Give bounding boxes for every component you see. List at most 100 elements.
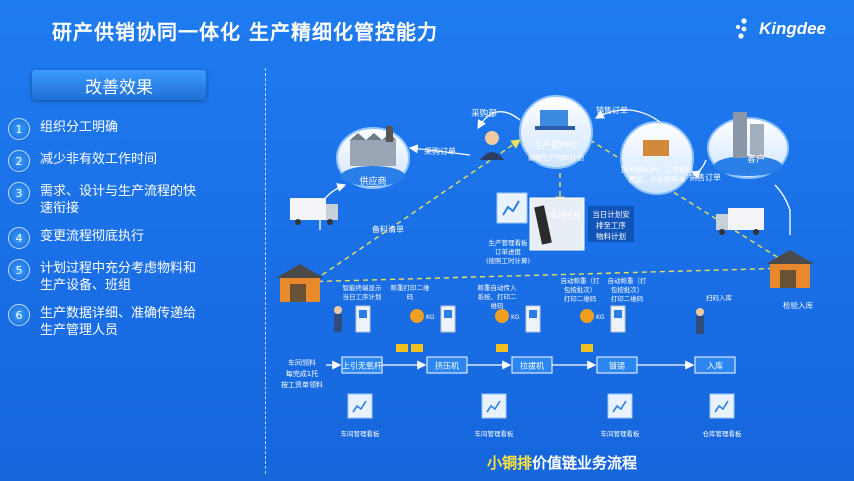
footer-rest: 价值链业务流程 [532,454,638,472]
step-note-line: 自动称重（打 [561,276,601,285]
item-text: 计划过程中充分考虑物料和生产设备、班组 [40,259,196,294]
step-note-line: 打印二维码 [611,294,644,303]
step-label: 镀锡 [609,361,625,371]
board-chart-glyph [612,400,627,413]
step-label: 入库 [707,361,723,371]
board-monitor-icon [481,393,507,419]
truck-icon-right [716,208,764,235]
left-warehouse-note-2: 每完成1托 [286,369,318,378]
vertical-divider [265,68,266,474]
item-number-badge: 5 [8,259,30,281]
prod-board-monitor: 生产管理看板 订单进度 (按照工时计算) [486,192,530,265]
item-text-line: 生产数据详细、准确传递给 [40,306,197,321]
value-chain-diagram: 供应商 客户 生产部PMC 编制生产物料计划 技术部BOM、工艺路线 图纸、作业… [276,95,814,438]
item-text-line: 生产设备、班组 [40,278,132,293]
workshop-director-label: 车间主任 [550,210,582,220]
material-list-label: 备料清单 [372,224,404,234]
tech-label-1: 技术部BOM、工艺路线 [621,165,693,174]
item-number-badge: 1 [8,118,30,140]
left-warehouse-note-1: 车间领料 [288,358,316,367]
board-label: 车间管理看板 [341,429,381,438]
terminal-icon [355,305,371,333]
item-number-badge: 3 [8,182,30,204]
tech-node: 技术部BOM、工艺路线 图纸、作业指导书 [620,121,694,195]
label-tag-icon [581,344,593,352]
footer-title: 小铜排价值链业务流程 [487,452,637,473]
worker-body [334,314,342,332]
item-number-badge: 4 [8,227,30,249]
step-note-line: 系统、打印二 [478,292,518,301]
management-boards: 车间管理看板 车间管理看板 车间管理看板 仓库管理看板 [341,393,743,438]
label-tag-icon [496,344,508,352]
step-note-line: 包按批次） [564,285,597,294]
board-monitor-icon [347,393,373,419]
step-note-line: 自动称重（打 [608,276,648,285]
purchase-dept: 采购部 [471,108,504,160]
inspection-storage-label: 检验入库 [783,300,813,310]
item-number-badge: 2 [8,150,30,172]
pmc-label-2: 编制生产物料计划 [528,153,584,162]
daily-plan-line-3: 物料计划 [596,231,626,241]
kingdee-logo: Kingdee [735,18,826,40]
board-chart-glyph [486,400,501,413]
terminal-screen [359,310,367,318]
improvement-list: 1 组织分工明确 2 减少非有效工作时间 3 需求、设计与生产流程的快速衔接 4 变更流程彻底… [8,118,244,349]
improvement-item: 5 计划过程中充分考虑物料和生产设备、班组 [8,259,244,294]
tech-label-2: 图纸、作业指导书 [629,175,685,184]
item-text-line: 组织分工明确 [40,120,119,135]
workshop-director: 车间主任 [529,197,585,251]
kingdee-dots-icon [735,18,747,39]
page-title: 研产供销协同一体化 生产精细化管控能力 [52,20,438,44]
pmc-label-1: 生产部PMC [534,140,578,151]
item-text-line: 需求、设计与生产流程的快 [40,184,197,199]
daily-plan-box: 当日计划安 排至工序 物料计划 [588,206,634,242]
improvement-item: 1 组织分工明确 [8,118,244,140]
worker-icon [696,308,704,316]
terminal-screen [614,310,622,318]
daily-plan-line-2: 排至工序 [596,220,626,230]
improvement-heading-label: 改善效果 [85,77,153,98]
prod-board-line-3: (按照工时计算) [486,256,530,265]
daily-plan-line-1: 当日计划安 [592,209,630,219]
step-note-line: 扫码入库 [706,293,733,302]
item-text: 需求、设计与生产流程的快速衔接 [40,182,196,217]
logo-text: Kingdee [758,19,826,38]
truck-icon-left [290,198,338,225]
item-text-line: 生产管理人员 [40,323,119,338]
board-monitor-icon [607,393,633,419]
step-box [694,356,736,374]
purchase-dept-label: 采购部 [471,108,497,119]
purchase-order-label: 采购订单 [424,146,456,156]
improvement-item: 2 减少非有效工作时间 [8,150,244,172]
step-note-line: 打印二维码 [564,294,597,303]
prod-board-line-2: 订单进度 [495,247,522,256]
item-text: 减少非有效工作时间 [40,150,157,168]
step-label: 上引无氧杆 [342,361,382,371]
item-text: 组织分工明确 [40,118,118,136]
scale-icon [580,309,594,323]
sales-order-right-label: 销售订单 [689,172,721,182]
board-label: 仓库管理看板 [703,429,743,438]
step-label: 挤压机 [435,361,459,371]
item-number-badge: 6 [8,304,30,326]
warehouse-left [276,264,324,302]
board-label: 车间管理看板 [601,429,641,438]
board-chart-glyph [352,400,367,413]
step-note-line: 当日工序计划 [343,292,382,301]
board-label: 车间管理看板 [475,429,515,438]
footer-highlight: 小铜排 [487,454,533,472]
terminal-icon [440,305,456,333]
step-note-line: 码 [407,293,414,301]
supplier-label: 供应商 [359,175,386,187]
board-monitor-icon [709,393,735,419]
item-text-line: 减少非有效工作时间 [40,152,158,167]
scale-icon [495,309,509,323]
label-tag-icon [396,344,408,352]
left-warehouse-note-3: 按工资单领料 [281,380,323,389]
improvement-item: 6 生产数据详细、准确传递给生产管理人员 [8,304,244,339]
sales-order-top-label: 销售订单 [596,105,628,115]
step-note-line: 智能终端显示 [343,283,383,292]
item-text-line: 变更流程彻底执行 [40,229,145,244]
improvement-heading: 改善效果 [32,70,206,100]
item-text: 生产数据详细、准确传递给生产管理人员 [40,304,196,339]
